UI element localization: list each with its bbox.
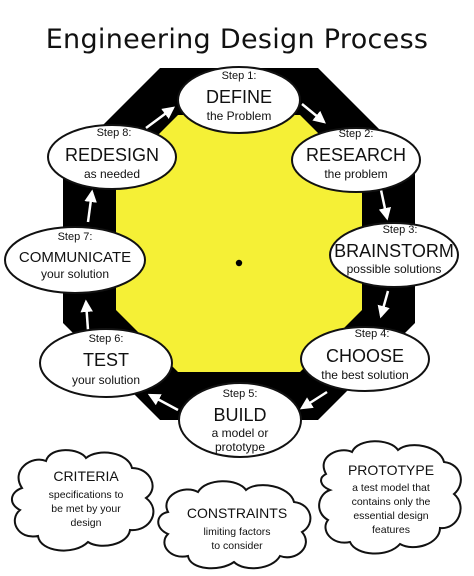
cloud-prototype-desc-line-4: features	[372, 524, 410, 536]
cloud-constraints-desc-line-1: limiting factors	[203, 526, 270, 538]
step-1: Step 1: DEFINE the Problem	[177, 66, 301, 134]
step-8: Step 8: REDESIGN as needed	[47, 124, 177, 190]
cloud-prototype-desc-line-1: a test model that	[352, 482, 430, 494]
step-1-name: DEFINE	[206, 87, 272, 107]
step-3-label: Step 3:	[383, 224, 418, 236]
step-8-desc: as needed	[84, 167, 140, 181]
step-7: Step 7: COMMUNICATE your solution	[4, 226, 146, 294]
cloud-criteria-title: CRITERIA	[53, 468, 119, 484]
step-4-desc: the best solution	[321, 368, 408, 382]
step-6-label: Step 6:	[89, 333, 124, 345]
arrow-7-8	[84, 189, 97, 223]
step-1-label: Step 1:	[222, 70, 257, 82]
step-7-label: Step 7:	[58, 231, 93, 243]
step-6-name: TEST	[83, 350, 129, 370]
cloud-criteria-desc-line-2: be met by your	[51, 503, 121, 515]
step-5: Step 5: BUILD a model or prototype	[178, 382, 302, 458]
center-octagon	[116, 115, 362, 372]
cloud-prototype-desc-line-2: contains only the	[352, 496, 431, 508]
cloud-constraints	[157, 480, 312, 570]
arrow-4-5	[299, 390, 328, 410]
cloud-prototype-shape	[318, 440, 462, 555]
step-6: Step 6: TEST your solution	[39, 328, 173, 398]
step-5-desc-line-1: a model or	[212, 426, 269, 440]
step-6-desc: your solution	[72, 373, 140, 387]
cloud-criteria-shape	[11, 449, 155, 552]
arrow-6-7	[80, 299, 93, 331]
cloud-constraints-shape	[157, 480, 312, 570]
step-4-name: CHOOSE	[326, 346, 404, 366]
step-2-label: Step 2:	[339, 128, 374, 140]
cloud-prototype-title: PROTOTYPE	[348, 462, 434, 478]
arrow-5-6	[147, 393, 179, 412]
arrow-3-4	[377, 290, 390, 319]
step-5-label: Step 5:	[223, 388, 258, 400]
step-7-desc: your solution	[41, 267, 109, 281]
arrow-8-1	[145, 106, 176, 130]
step-4: Step 4: CHOOSE the best solution	[300, 326, 430, 392]
step-2: Step 2: RESEARCH the problem	[291, 127, 421, 193]
cloud-criteria	[11, 449, 155, 552]
cloud-constraints-desc-line-2: to consider	[211, 540, 263, 552]
step-7-name: COMMUNICATE	[19, 249, 131, 266]
step-3: Step 3: BRAINSTORM possible solutions	[329, 222, 459, 288]
step-5-name: BUILD	[213, 405, 266, 425]
center-dot	[235, 259, 243, 267]
arrow-2-3	[378, 189, 392, 221]
flow-arrows	[80, 103, 392, 412]
step-2-name: RESEARCH	[306, 145, 406, 165]
cloud-criteria-desc-line-3: design	[71, 517, 102, 529]
cloud-prototype-desc-line-3: essential design	[353, 510, 428, 522]
cloud-criteria-desc-line-1: specifications to	[49, 489, 124, 501]
cloud-constraints-title: CONSTRAINTS	[187, 505, 287, 521]
step-8-label: Step 8:	[97, 127, 132, 139]
step-8-name: REDESIGN	[65, 145, 159, 165]
diagram-title: Engineering Design Process	[46, 24, 429, 55]
arrow-1-2	[301, 103, 326, 124]
step-3-name: BRAINSTORM	[334, 241, 454, 261]
step-5-desc-line-2: prototype	[215, 440, 265, 454]
step-1-desc: the Problem	[207, 109, 272, 123]
cloud-prototype	[318, 440, 462, 555]
step-3-desc: possible solutions	[347, 262, 442, 276]
step-2-desc: the problem	[324, 167, 387, 181]
step-4-label: Step 4:	[355, 328, 390, 340]
